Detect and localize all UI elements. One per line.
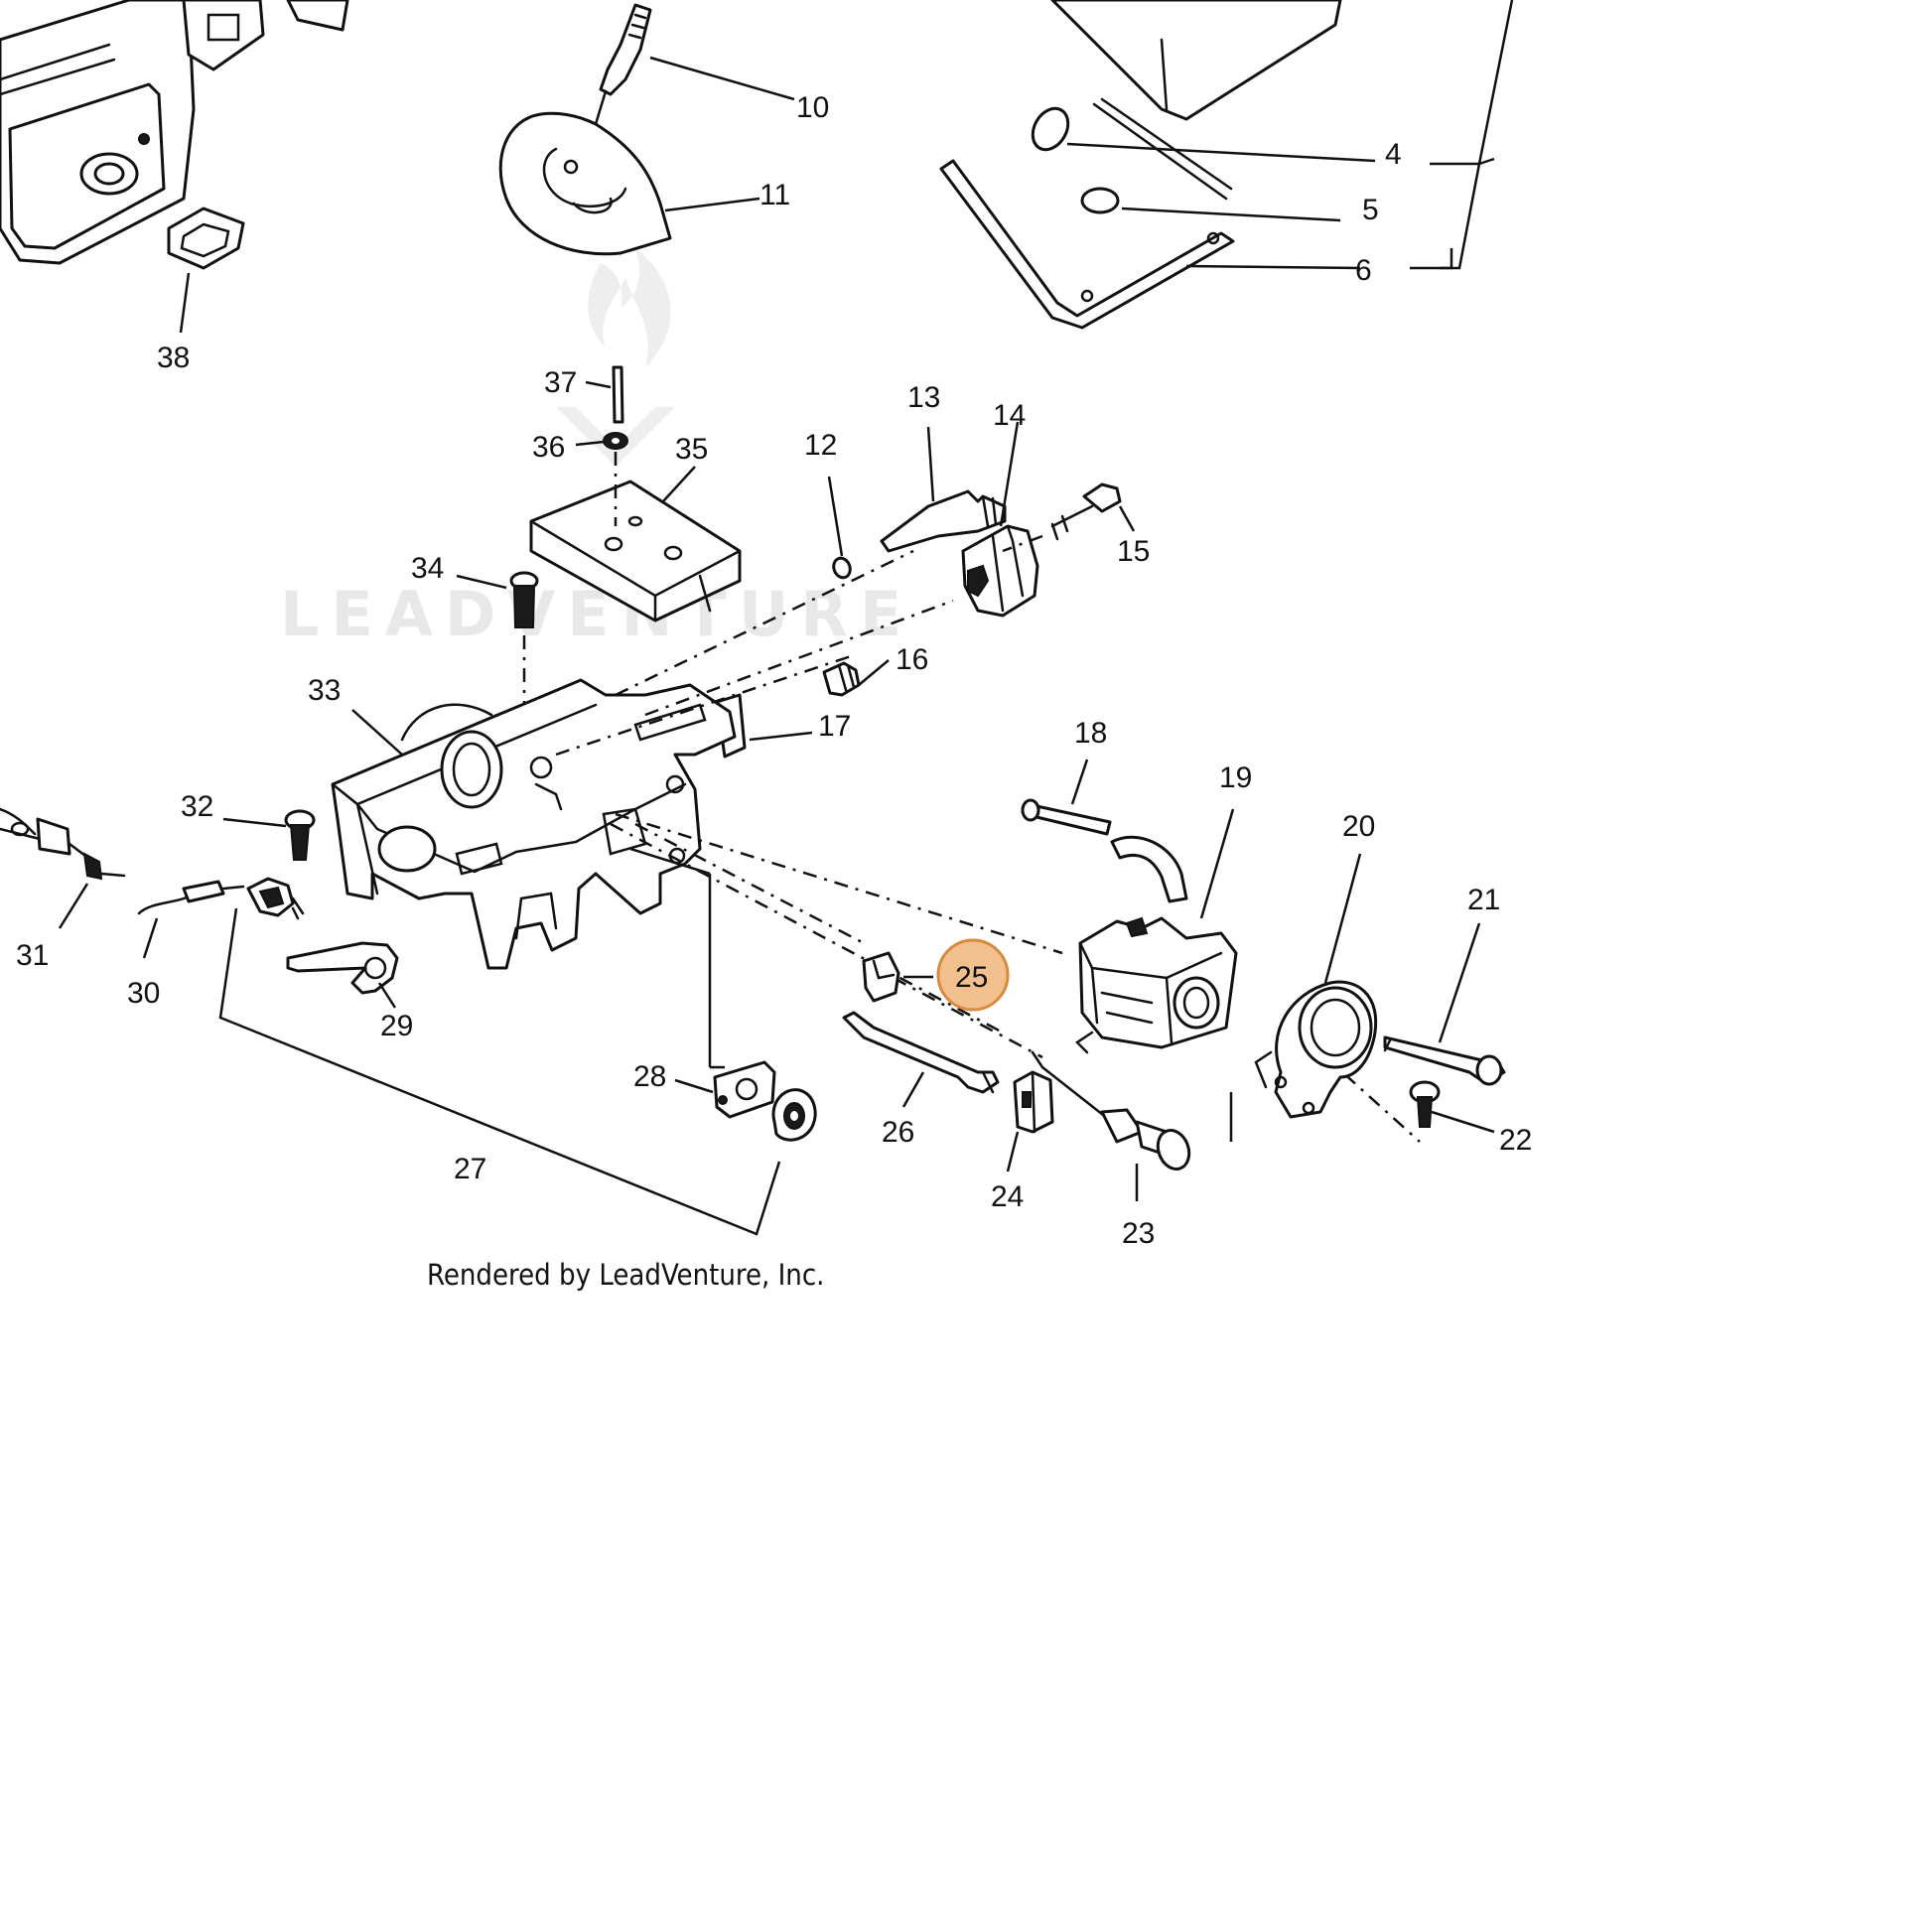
deflector-part <box>498 111 672 256</box>
callout-38[interactable]: 38 <box>157 342 190 374</box>
callout-5[interactable]: 5 <box>1362 194 1379 226</box>
intake-20-part <box>1254 980 1378 1119</box>
stud-part <box>612 365 624 526</box>
callout-11[interactable]: 11 <box>759 179 790 211</box>
air-filter-cover-part <box>1050 0 1342 121</box>
credit-text: Rendered by LeadVenture, Inc. <box>427 1258 824 1292</box>
plate-28-part <box>713 1060 776 1119</box>
callout-34[interactable]: 34 <box>411 552 444 585</box>
wire-30-part <box>137 880 245 915</box>
grommet-part <box>1031 97 1233 201</box>
pin-part <box>832 556 852 580</box>
callout-31[interactable]: 31 <box>16 939 49 972</box>
bolt-34-part <box>509 571 539 740</box>
watermark-text: LEADVENTURE <box>280 578 913 650</box>
clip-24-part <box>1013 1070 1054 1134</box>
choke-rod-23-part <box>1031 1050 1191 1171</box>
callout-labels: 10 11 4 5 6 38 37 36 35 12 13 14 15 34 1… <box>16 91 1532 1250</box>
o-ring-part <box>1080 187 1120 214</box>
callout-13[interactable]: 13 <box>907 381 940 414</box>
callout-22[interactable]: 22 <box>1499 1124 1532 1157</box>
switch-part <box>246 877 305 920</box>
screw-32-part <box>284 809 316 861</box>
muffler-part <box>0 0 196 265</box>
oil-pump-part <box>822 661 861 697</box>
callout-20[interactable]: 20 <box>1342 810 1375 843</box>
sprocket-part <box>961 524 1039 618</box>
bracket-lines <box>1410 0 1514 270</box>
leadventure-watermark: LEADVENTURE <box>280 248 913 650</box>
muffler-gasket-part <box>167 207 245 270</box>
filter-seal-part <box>939 159 1235 330</box>
connector-25-part <box>862 951 900 1003</box>
callout-32[interactable]: 32 <box>181 790 213 823</box>
bolt-21-part <box>1383 1035 1506 1086</box>
callout-30[interactable]: 30 <box>127 977 160 1010</box>
callout-26[interactable]: 26 <box>882 1116 914 1149</box>
callout-19[interactable]: 19 <box>1219 761 1252 794</box>
screw-15-part <box>1002 483 1122 553</box>
callout-33[interactable]: 33 <box>308 674 341 707</box>
callout-12[interactable]: 12 <box>804 429 837 462</box>
callout-14[interactable]: 14 <box>993 399 1026 432</box>
throttle-rod-26-part <box>842 1011 1000 1094</box>
callout-21[interactable]: 21 <box>1467 884 1500 916</box>
callout-37[interactable]: 37 <box>544 366 577 399</box>
heat-shield-part <box>182 0 349 71</box>
callout-27[interactable]: 27 <box>454 1153 486 1185</box>
bracket-27-lines <box>218 907 781 1236</box>
spark-plug-part <box>594 3 652 126</box>
callout-36[interactable]: 36 <box>532 431 565 464</box>
callout-29[interactable]: 29 <box>380 1010 413 1042</box>
lever-29-part <box>286 941 399 995</box>
carburetor-19-part <box>1075 916 1238 1054</box>
callout-4[interactable]: 4 <box>1385 138 1402 171</box>
callout-23[interactable]: 23 <box>1122 1217 1155 1250</box>
cable-31-part <box>0 807 126 881</box>
callout-18[interactable]: 18 <box>1074 717 1107 750</box>
callout-25[interactable]: 25 <box>955 961 988 994</box>
callout-24[interactable]: 24 <box>991 1180 1024 1213</box>
crankcase-part <box>331 678 737 970</box>
callout-17[interactable]: 17 <box>818 710 851 743</box>
callout-28[interactable]: 28 <box>633 1060 666 1093</box>
highlight-callout-25[interactable] <box>936 938 1010 1012</box>
screw-22-part <box>1409 1080 1441 1128</box>
fuel-line-18-part <box>1021 798 1188 903</box>
callout-15[interactable]: 15 <box>1117 535 1150 568</box>
callout-16[interactable]: 16 <box>896 643 928 676</box>
callout-35[interactable]: 35 <box>675 433 708 466</box>
leader-lines <box>58 56 1495 1201</box>
grommet-27-part <box>771 1088 817 1142</box>
chain-bar-plate-part <box>529 480 742 622</box>
callout-6[interactable]: 6 <box>1355 254 1372 287</box>
washer-part <box>603 432 628 450</box>
callout-10[interactable]: 10 <box>796 91 829 124</box>
